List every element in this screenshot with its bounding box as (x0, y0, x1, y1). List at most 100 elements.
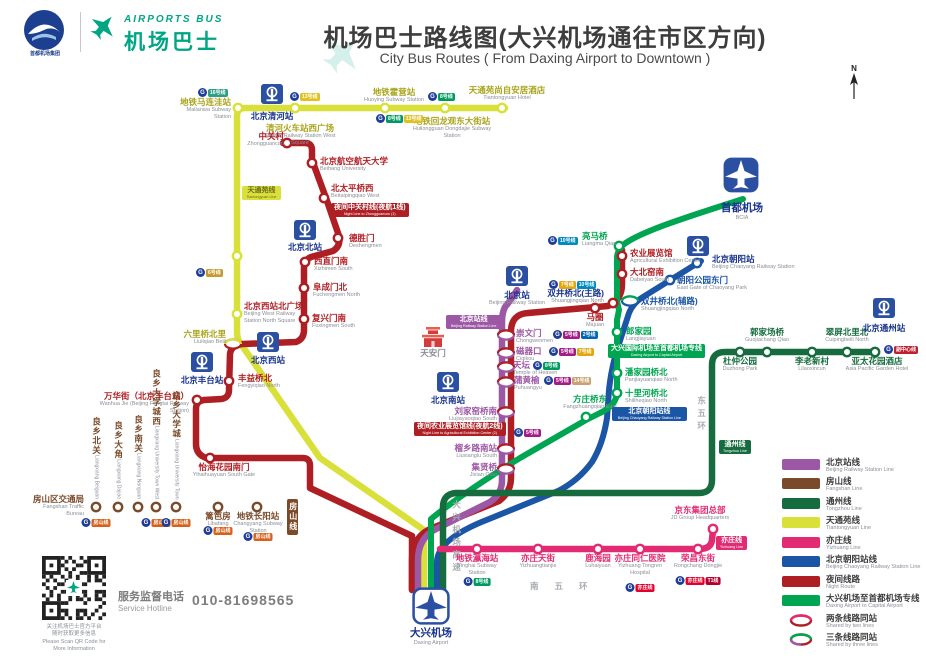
station-marker (332, 232, 344, 244)
station-marker (232, 102, 244, 114)
station-label-en: Changyang Subway Station (233, 521, 283, 534)
station-marker (616, 250, 628, 262)
station-label-en: Ciqikou (516, 356, 535, 363)
railway-station-icon (261, 84, 283, 109)
station-label-cn: 北京清河站 (250, 111, 294, 121)
station-label-en: Fangzhuangqiao East (563, 404, 617, 411)
station-marker (306, 157, 318, 169)
station-label-cn: 北京通州站 (862, 323, 906, 333)
station-marker (251, 501, 263, 513)
station-label-cn: 亚太花园酒店 (851, 356, 903, 366)
metro-line-chip: 5号线 (554, 376, 571, 385)
station-label-en: Liujiayaoqiao South (448, 416, 497, 423)
airports-bus-plane-icon (88, 14, 118, 49)
station-label-cn: 北京丰台站 (180, 375, 224, 385)
legend-swatch (782, 459, 820, 470)
legend-swatch (782, 575, 820, 587)
station-marker (299, 256, 311, 268)
station-label: 北京西站 (251, 355, 285, 365)
station-marker (223, 375, 235, 387)
station-label-en: Deshengmen (349, 243, 382, 250)
station-label: 良乡大学城Liangxiang University Town (171, 391, 182, 499)
station-label-cn: 天通苑尚自安居酒店 (468, 85, 546, 95)
legend-label-en: Tiantongyuan Line (826, 525, 872, 532)
railway-station-icon (687, 236, 709, 261)
metro-line-chip: 10号线 (576, 280, 597, 289)
station-label-en: Tiantongyuan Hotel (483, 95, 531, 102)
line-name-en: Daxing Airport to Capital Airport (630, 351, 683, 357)
qr-caption-line: 关注机场巴士官方平台 (46, 624, 102, 630)
station-label-cn: 万华街（北京丰台站） (103, 391, 189, 401)
station-label-cn: 郎家园 (626, 326, 652, 336)
legend-shared-station-oval (789, 614, 813, 627)
station-label: 大兴机场高速 (451, 500, 462, 575)
metro-line-chip: 13号线 (403, 114, 424, 123)
station-label-cn: 马圈 (586, 312, 604, 322)
railway-station-icon (437, 372, 459, 397)
station-label-cn: 丰益桥北 (238, 373, 273, 383)
shared-station-marker-arc (496, 329, 516, 336)
station-label-cn: 大北窑南 (630, 267, 665, 277)
station-label-cn: 双井桥北(辅路) (641, 296, 698, 306)
capital-airport-group-logo (22, 8, 66, 52)
station-label-cn: 鹿海园 (585, 553, 611, 563)
station-label-cn: 复兴门南 (312, 313, 347, 323)
station-label-en: JD Group Headquarters (670, 515, 730, 522)
station-label-en: Liuliqiao Beili (193, 339, 226, 346)
station-marker (318, 192, 330, 204)
station-label-cn: 榴乡路南站 (454, 443, 497, 453)
station-label-en: Lilaoxincun (798, 366, 826, 373)
station-marker (170, 501, 182, 513)
station-label-en: Puhuangyu (514, 385, 542, 392)
station-marker (298, 282, 310, 294)
legend-label-cn: 亦庄线 (826, 534, 852, 545)
legend-swatch (782, 478, 820, 490)
station-marker (607, 297, 619, 309)
legend-swatch (782, 517, 820, 529)
station-label-cn: 大兴机场 (410, 627, 452, 639)
qr-code (42, 556, 106, 620)
station-label-cn: 集贤桥 (471, 462, 497, 472)
station-label-en: Fangshan Traffic Bureau (43, 504, 84, 517)
station-marker (90, 501, 102, 513)
subway-logo-icon: G (884, 345, 893, 354)
subway-logo-icon: G (141, 518, 151, 527)
station-label: 北京丰台站 (180, 375, 224, 385)
line-name-en: Night Line to Zhongguancun (1) (343, 210, 396, 216)
line-name-box: 夜间中关村线(夜航1线)Night Line to Zhongguancun (… (331, 203, 409, 218)
station-label-en: Liangxiang University Town West (153, 425, 160, 499)
page-title: 机场巴士路线图(大兴机场通往市区方向) (323, 25, 767, 52)
station-label-en: Agricultural Exhibition Center (630, 258, 701, 265)
station-marker (132, 501, 144, 513)
station-label-cn: 潘家园桥北 (625, 367, 668, 377)
station-label-en: Guojiachang Qiao (744, 337, 790, 344)
station-label: 双井桥北(主路)Shuangjingqiao North (547, 288, 604, 305)
station-label-en: Fengyiqiao North (238, 383, 280, 390)
station-marker (869, 346, 881, 358)
station-label-en: Wanhua Jie (Beijing Fengtai Railway Stat… (99, 401, 189, 414)
header-divider (80, 12, 81, 52)
